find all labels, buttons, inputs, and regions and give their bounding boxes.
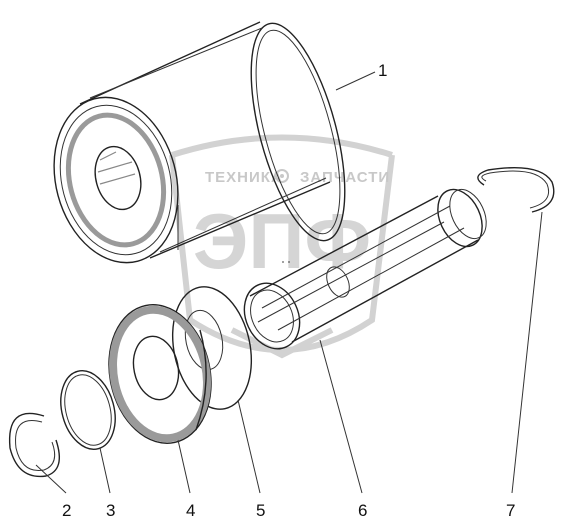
part-3-ring — [60, 370, 116, 450]
part-4-seal — [108, 304, 212, 444]
part-2-snap-ring — [8, 412, 60, 478]
callout-3: 3 — [106, 501, 115, 520]
callout-7: 7 — [506, 501, 515, 520]
leader-lines — [35, 71, 543, 494]
callout-numbers: 1 2 3 4 5 6 7 — [62, 61, 515, 520]
watermark-logo: ЭПФ — [193, 197, 371, 285]
callout-5: 5 — [256, 501, 265, 520]
part-6-inner-frame — [243, 188, 487, 350]
callout-4: 4 — [186, 501, 195, 520]
part-7-spring-clip — [477, 167, 555, 213]
callout-1: 1 — [378, 61, 387, 80]
callout-6: 6 — [358, 501, 367, 520]
part-1-filter-element — [53, 21, 346, 264]
watermark-text-left: ТЕХНИКА — [205, 169, 283, 186]
gear-icon — [275, 169, 289, 183]
callout-2: 2 — [62, 501, 71, 520]
watermark: ТЕХНИКА ЗАПЧАСТИ ЭПФ — [169, 134, 395, 359]
